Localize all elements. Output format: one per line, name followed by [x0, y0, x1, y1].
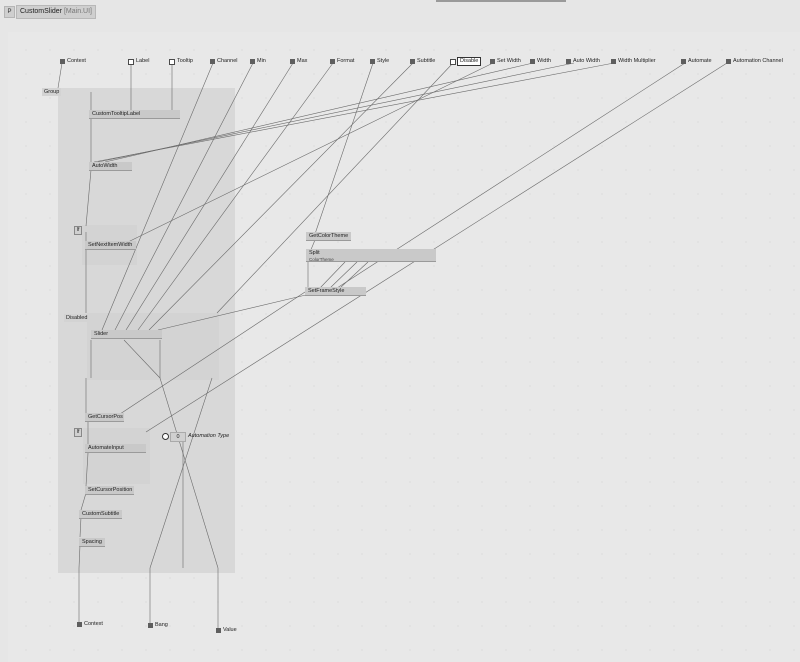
input-pin-width[interactable]	[530, 59, 535, 64]
input-label-automation-channel: Automation Channel	[733, 58, 783, 64]
input-pin-label[interactable]	[128, 59, 134, 65]
node-set-cursor-position[interactable]: SetCursorPosition	[85, 486, 134, 495]
node-set-next-item-width[interactable]: SetNextItemWidth	[85, 241, 136, 250]
input-pin-max[interactable]	[290, 59, 295, 64]
disabled-label[interactable]: Disabled	[64, 314, 90, 322]
input-pin-automation-channel[interactable]	[726, 59, 731, 64]
node-custom-tooltip-label[interactable]: CustomTooltipLabel	[89, 110, 180, 119]
disabled-region[interactable]	[87, 313, 219, 380]
input-label-context: Context	[67, 58, 86, 64]
output-label-context: Context	[84, 621, 103, 627]
node-split[interactable]: Split ColorTheme	[306, 249, 436, 262]
input-label-automate: Automate	[688, 58, 712, 64]
title-bar: P CustomSlider [Main.UI]	[0, 0, 800, 20]
input-label-format: Format	[337, 58, 355, 64]
automation-type-label: Automation Type	[188, 433, 230, 439]
input-label-label: Label	[136, 58, 150, 64]
input-pin-disable[interactable]	[450, 59, 456, 65]
output-label-value: Value	[223, 627, 237, 633]
node-get-color-theme[interactable]: GetColorTheme	[306, 232, 351, 241]
input-pin-context[interactable]	[60, 59, 65, 64]
input-label-min: Min	[257, 58, 266, 64]
input-pin-style[interactable]	[370, 59, 375, 64]
input-pin-set-width[interactable]	[490, 59, 495, 64]
input-label-set-width: Set Width	[497, 58, 521, 64]
node-slider[interactable]: Slider	[91, 330, 162, 339]
patch-button[interactable]: P	[4, 6, 15, 18]
patch-name: CustomSlider	[20, 8, 63, 15]
input-label-channel: Channel	[217, 58, 238, 64]
input-label-tooltip: Tooltip	[177, 58, 193, 64]
input-pin-min[interactable]	[250, 59, 255, 64]
input-pin-format[interactable]	[330, 59, 335, 64]
node-custom-subtitle[interactable]: CustomSubtitle	[79, 510, 122, 519]
automation-type-value[interactable]: 0	[170, 432, 186, 442]
input-pin-subtitle[interactable]	[410, 59, 415, 64]
automation-toggle[interactable]	[162, 433, 169, 440]
input-pin-width-multiplier[interactable]	[611, 59, 616, 64]
tab-indicator	[436, 0, 566, 2]
node-split-sublabel: ColorTheme	[309, 257, 334, 262]
patch-title[interactable]: CustomSlider [Main.UI]	[16, 5, 96, 19]
input-pin-auto-width[interactable]	[566, 59, 571, 64]
input-pin-channel[interactable]	[210, 59, 215, 64]
node-spacing[interactable]: Spacing	[79, 538, 105, 547]
input-label-subtitle: Subtitle	[417, 58, 436, 64]
patch-category: [Main.UI]	[63, 8, 92, 15]
output-pin-value[interactable]	[216, 628, 221, 633]
input-pin-automate[interactable]	[681, 59, 686, 64]
node-split-label: Split	[309, 250, 320, 256]
if-toggle-2[interactable]: If	[74, 428, 82, 437]
node-set-frame-style[interactable]: SetFrameStyle	[305, 287, 366, 296]
input-label-disable: Disable	[457, 57, 482, 66]
input-label-width: Width	[537, 58, 552, 64]
input-label-width-multiplier: Width Multiplier	[618, 58, 656, 64]
output-label-bang: Bang	[155, 622, 168, 628]
node-get-cursor-pos[interactable]: GetCursorPos	[85, 413, 124, 422]
output-pin-context[interactable]	[77, 622, 82, 627]
node-auto-width[interactable]: AutoWidth	[89, 162, 132, 171]
if-toggle-1[interactable]: If	[74, 226, 82, 235]
input-label-auto-width: Auto Width	[573, 58, 600, 64]
output-pin-bang[interactable]	[148, 623, 153, 628]
node-automate-input[interactable]: AutomateInput	[85, 444, 146, 453]
if-region-2[interactable]	[83, 428, 150, 484]
input-label-max: Max	[297, 58, 308, 64]
group-label[interactable]: Group	[42, 88, 62, 96]
input-pin-tooltip[interactable]	[169, 59, 175, 65]
input-label-style: Style	[377, 58, 390, 64]
